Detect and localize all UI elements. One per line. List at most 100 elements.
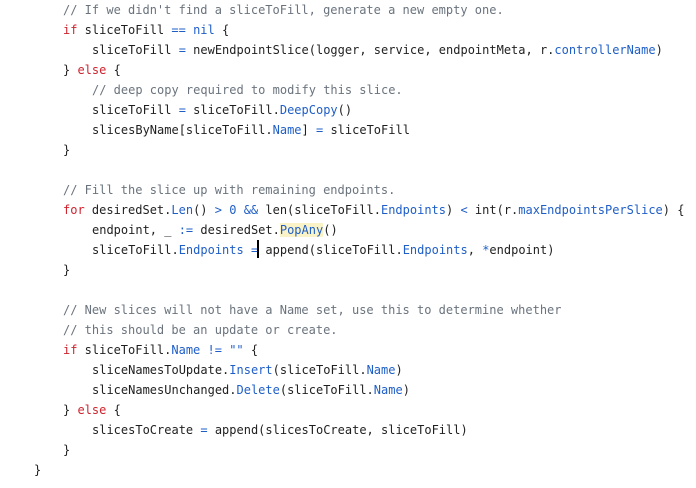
code-token: newEndpointSlice(logger, service, endpoi… [185, 43, 555, 57]
code-keyword: if [63, 343, 78, 357]
code-token: desiredSet. [193, 223, 280, 237]
code-token: { [243, 343, 259, 357]
code-token: = [315, 123, 324, 137]
code-token: (sliceToFill. [272, 363, 367, 377]
code-token: , [467, 243, 483, 257]
code-token: > [214, 203, 222, 217]
code-token: sliceToFill. [77, 343, 172, 357]
code-comment: // New slices will not have a Name set, … [63, 303, 562, 317]
code-token: endpoint, _ [92, 223, 179, 237]
code-token: sliceToFill [77, 23, 172, 37]
code-token: Insert [229, 363, 273, 377]
code-token: () [323, 223, 338, 237]
code-token: "" [229, 343, 244, 357]
code-comment: // deep copy required to modify this sli… [92, 83, 403, 97]
code-token: } [63, 143, 71, 157]
code-line[interactable]: sliceToFill.Endpoints = append(sliceToFi… [92, 240, 554, 260]
code-line[interactable]: if sliceToFill.Name != "" { [63, 340, 258, 360]
code-line[interactable]: // If we didn't find a sliceToFill, gene… [63, 0, 504, 20]
code-line[interactable]: endpoint, _ := desiredSet.PopAny() [92, 220, 338, 240]
code-token: && [243, 203, 259, 217]
code-line[interactable]: } else { [63, 400, 121, 420]
code-line[interactable]: sliceToFill = sliceToFill.DeepCopy() [92, 100, 352, 120]
code-line[interactable]: slicesByName[sliceToFill.Name] = sliceTo… [92, 120, 410, 140]
code-token: := [178, 223, 194, 237]
code-line[interactable]: sliceToFill = newEndpointSlice(logger, s… [92, 40, 663, 60]
code-token: ) [402, 383, 410, 397]
code-token: 0 [229, 203, 237, 217]
code-token: Endpoints [380, 203, 447, 217]
code-comment: // Fill the slice up with remaining endp… [63, 183, 396, 197]
code-token: () [337, 103, 353, 117]
code-line[interactable]: } else { [63, 60, 121, 80]
code-token: ) [655, 43, 663, 57]
code-token: } [34, 463, 42, 477]
code-keyword: for [63, 203, 85, 217]
code-token: ) [446, 203, 461, 217]
code-token: sliceToFill. [92, 243, 179, 257]
code-token: controllerName [554, 43, 656, 57]
code-token: = [200, 423, 208, 437]
code-token: append(sliceToFill. [258, 243, 403, 257]
code-token: sliceToFill [92, 43, 179, 57]
code-line[interactable]: // Fill the slice up with remaining endp… [63, 180, 395, 200]
code-token: * [482, 243, 490, 257]
code-line[interactable]: // this should be an update or create. [63, 320, 338, 340]
code-comment: // If we didn't find a sliceToFill, gene… [63, 3, 504, 17]
code-line[interactable]: } [63, 440, 70, 460]
code-token [200, 343, 207, 357]
code-token: Name [171, 343, 201, 357]
code-token: PopAny [279, 223, 324, 237]
code-line[interactable]: // New slices will not have a Name set, … [63, 300, 562, 320]
code-token: Name [366, 363, 396, 377]
code-line[interactable]: sliceNamesToUpdate.Insert(sliceToFill.Na… [92, 360, 403, 380]
code-token: endpoint) [489, 243, 555, 257]
code-line[interactable]: // deep copy required to modify this sli… [92, 80, 403, 100]
code-token: = [178, 103, 186, 117]
code-token: sliceNamesToUpdate. [92, 363, 230, 377]
code-token: Endpoints [402, 243, 468, 257]
code-token: = [251, 240, 260, 258]
code-token: DeepCopy [279, 103, 338, 117]
code-token: int(r. [467, 203, 519, 217]
code-line[interactable]: } [63, 140, 70, 160]
code-token: == [171, 23, 186, 37]
code-token: Name [373, 383, 403, 397]
code-token: sliceToFill [323, 123, 410, 137]
code-token: ) { [662, 203, 685, 217]
code-token: desiredSet. [84, 203, 172, 217]
code-keyword: else [77, 403, 107, 417]
code-token: = [178, 43, 186, 57]
code-token: } [63, 263, 71, 277]
code-token: Name [272, 123, 302, 137]
code-token: append(slicesToCreate, sliceToFill) [207, 423, 468, 437]
code-token: len(sliceToFill. [258, 203, 381, 217]
code-line[interactable]: sliceNamesUnchanged.Delete(sliceToFill.N… [92, 380, 410, 400]
code-token: ) [395, 363, 403, 377]
code-token: sliceNamesUnchanged. [92, 383, 237, 397]
code-line[interactable]: } [63, 260, 70, 280]
code-token: Delete [236, 383, 280, 397]
code-token: sliceToFill [92, 103, 179, 117]
code-token [244, 243, 251, 257]
code-token: { [214, 23, 230, 37]
code-token: } [63, 403, 78, 417]
code-token: != [207, 343, 222, 357]
code-comment: // this should be an update or create. [63, 323, 338, 337]
code-line[interactable]: for desiredSet.Len() > 0 && len(sliceToF… [63, 200, 684, 220]
code-token: ] [301, 123, 316, 137]
code-line[interactable]: if sliceToFill == nil { [63, 20, 229, 40]
code-token: } [63, 63, 78, 77]
code-token: (sliceToFill. [279, 383, 374, 397]
code-token: slicesByName[sliceToFill. [92, 123, 273, 137]
code-keyword: else [77, 63, 107, 77]
code-token [236, 203, 243, 217]
code-keyword: if [63, 23, 78, 37]
code-token: sliceToFill. [185, 103, 280, 117]
code-token: Endpoints [178, 243, 244, 257]
code-line[interactable]: } [34, 460, 41, 480]
text-cursor [257, 240, 260, 258]
code-token: Len [171, 203, 194, 217]
code-line[interactable]: slicesToCreate = append(slicesToCreate, … [92, 420, 468, 440]
